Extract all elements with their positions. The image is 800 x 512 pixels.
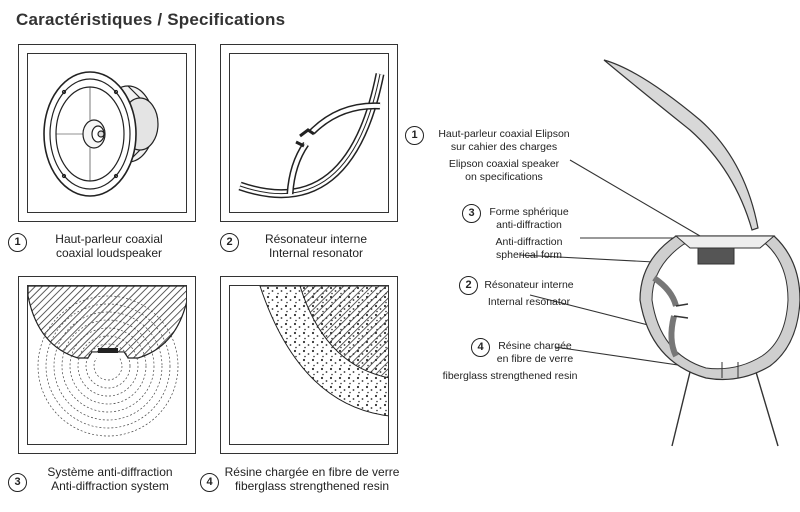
caption-fr: Résonateur interne xyxy=(264,232,368,246)
callout-en-line: Internal resonator xyxy=(487,296,571,308)
page-title: Caractéristiques / Specifications xyxy=(16,10,286,29)
leader-line xyxy=(519,254,655,263)
caption-en: fiberglass strengthened resin xyxy=(234,479,390,493)
coaxial-loudspeaker-illustration xyxy=(43,71,159,197)
panel-number-badge: 4 xyxy=(200,473,219,492)
callout-speaker: Haut-parleur coaxial Elipson sur cahier … xyxy=(424,128,584,184)
callout-fr-line: Forme sphérique xyxy=(489,206,569,218)
callout-fr-line: sur cahier des charges xyxy=(450,141,558,153)
callout-fiberglass-resin: Résine chargée en fibre de verre fibergl… xyxy=(430,340,590,383)
callout-fr-line: Résine chargée xyxy=(498,340,572,352)
caption-fr: Résine chargée en fibre de verre xyxy=(224,465,400,479)
speaker-leg xyxy=(671,371,691,447)
fiberglass-resin-illustration xyxy=(259,286,388,417)
panel-coaxial-loudspeaker xyxy=(18,44,196,222)
speaker-lid xyxy=(603,59,759,231)
callout-fr-line: Résonateur interne xyxy=(484,279,574,291)
leader-line xyxy=(529,294,669,331)
internal-resonator-illustration xyxy=(238,73,385,199)
callout-fr-line: Haut-parleur coaxial Elipson xyxy=(438,128,570,140)
caption-en: Anti-diffraction system xyxy=(51,479,169,493)
speaker-leg xyxy=(755,371,779,447)
callout-en-line: spherical form xyxy=(496,249,562,261)
callout-number-badge: 1 xyxy=(405,126,424,145)
panel-internal-resonator xyxy=(220,44,398,222)
internal-resonator xyxy=(668,315,679,358)
panel-number-badge: 3 xyxy=(8,473,27,492)
caption-fr: Haut-parleur coaxial xyxy=(55,232,163,246)
speaker-driver xyxy=(674,235,776,249)
callout-en-line: Anti-diffraction xyxy=(495,236,563,248)
anti-diffraction-illustration xyxy=(28,286,186,437)
callout-en-line: Elipson coaxial speaker xyxy=(448,158,560,170)
panel-number-badge: 2 xyxy=(220,233,239,252)
panel-caption: Haut-parleur coaxial coaxial loudspeaker xyxy=(34,232,184,260)
panel-caption: Système anti-diffraction Anti-diffractio… xyxy=(30,465,190,493)
panel-caption: Résine chargée en fibre de verre fibergl… xyxy=(222,465,402,493)
caption-fr: Système anti-diffraction xyxy=(47,465,173,479)
callout-internal-resonator: Résonateur interne Internal resonator xyxy=(474,279,584,309)
panel-anti-diffraction-system xyxy=(18,276,196,454)
leader-line xyxy=(569,159,713,244)
callout-en-line: fiberglass strengthened resin xyxy=(442,370,578,382)
speaker-magnet xyxy=(697,247,735,265)
callout-number-badge: 2 xyxy=(459,276,478,295)
caption-en: coaxial loudspeaker xyxy=(55,246,163,260)
panel-caption: Résonateur interne Internal resonator xyxy=(246,232,386,260)
callout-fr-line: anti-diffraction xyxy=(496,219,562,231)
callout-en-line: on specifications xyxy=(465,171,543,183)
internal-resonator xyxy=(652,275,679,307)
panel-number-badge: 1 xyxy=(8,233,27,252)
panel-fiberglass-resin xyxy=(220,276,398,454)
sphere-interior xyxy=(651,243,789,370)
callout-spherical-form: Forme sphérique anti-diffraction Anti-di… xyxy=(474,206,584,262)
caption-en: Internal resonator xyxy=(268,246,364,260)
callout-fr-line: en fibre de verre xyxy=(496,353,574,365)
callout-number-badge: 4 xyxy=(471,338,490,357)
callout-number-badge: 3 xyxy=(462,204,481,223)
